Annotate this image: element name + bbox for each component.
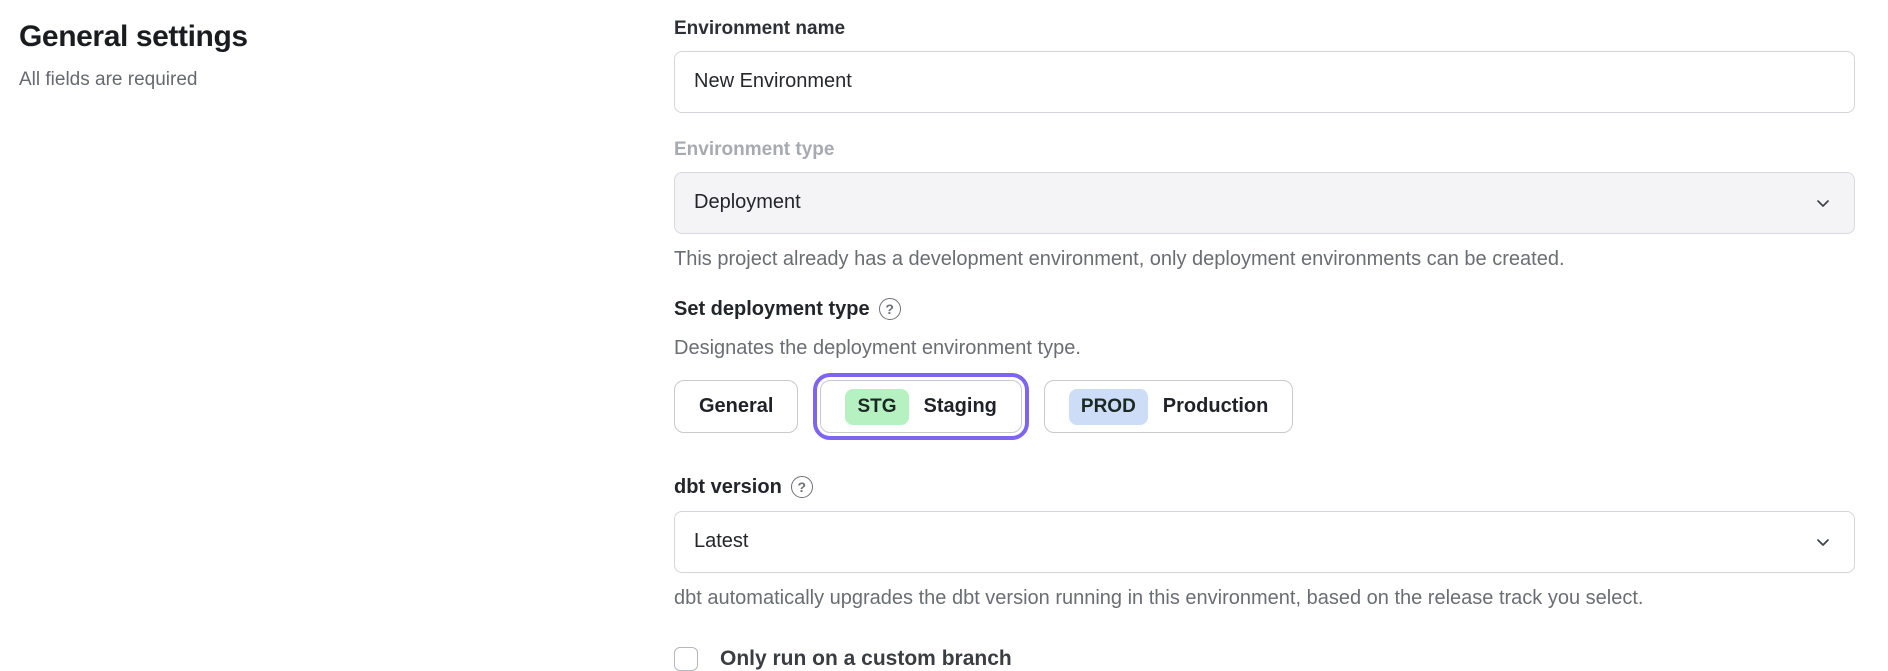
dbt-version-heading-label: dbt version — [674, 475, 782, 498]
deployment-type-heading: Set deployment type ? — [674, 298, 1855, 321]
deployment-type-staging-label: Staging — [923, 395, 997, 418]
deployment-type-staging-button[interactable]: STG Staging — [820, 380, 1022, 434]
custom-branch-checkbox[interactable] — [674, 646, 698, 671]
production-badge: PROD — [1068, 388, 1148, 425]
deployment-type-production-label: Production — [1162, 395, 1269, 418]
environment-name-label: Environment name — [674, 18, 846, 39]
environment-name-input[interactable] — [674, 50, 1855, 113]
environment-type-value: Deployment — [694, 191, 801, 214]
deployment-type-description: Designates the deployment environment ty… — [674, 336, 1081, 359]
chevron-down-icon — [1814, 194, 1832, 212]
dbt-version-heading: dbt version ? — [674, 476, 1855, 499]
dbt-version-helper: dbt automatically upgrades the dbt versi… — [674, 586, 1644, 609]
staging-badge: STG — [845, 388, 909, 425]
page-subtitle: All fields are required — [19, 69, 198, 90]
dbt-version-select[interactable]: Latest — [674, 510, 1855, 573]
settings-header: General settings All fields are required — [19, 20, 579, 91]
environment-type-helper: This project already has a development e… — [674, 247, 1565, 270]
environment-type-select[interactable]: Deployment — [674, 171, 1855, 234]
chevron-down-icon — [1814, 533, 1832, 551]
deployment-type-general-label: General — [699, 395, 774, 418]
dbt-version-value: Latest — [694, 530, 749, 553]
deployment-type-heading-label: Set deployment type — [674, 297, 870, 320]
deployment-type-production-button[interactable]: PROD Production — [1043, 380, 1294, 434]
deployment-type-options: General STG Staging PROD Production — [674, 376, 1855, 438]
custom-branch-label[interactable]: Only run on a custom branch — [720, 646, 1012, 670]
custom-branch-row: Only run on a custom branch — [674, 646, 1855, 671]
deployment-type-general-button[interactable]: General — [674, 380, 799, 434]
environment-settings-form: Environment name Environment type Deploy… — [674, 18, 1855, 671]
help-icon[interactable]: ? — [790, 476, 813, 499]
page-title: General settings — [19, 20, 248, 53]
environment-type-label: Environment type — [674, 138, 835, 160]
help-icon[interactable]: ? — [878, 298, 901, 321]
